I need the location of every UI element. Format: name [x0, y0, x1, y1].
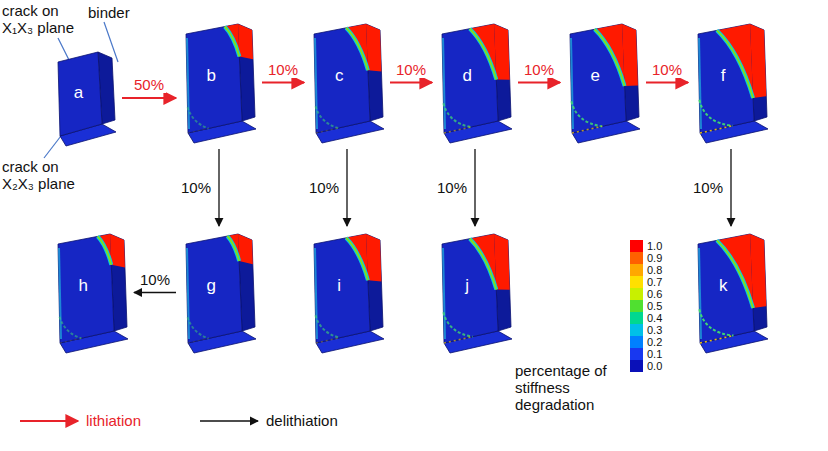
lithiation-arrow: [390, 82, 432, 84]
colorbar-tick: 0.2: [647, 336, 662, 348]
colorbar-swatch: [630, 360, 643, 372]
edge-percent: 50%: [132, 76, 166, 93]
delithiation-arrow: [474, 149, 475, 226]
colorbar-tick: 0.3: [647, 324, 662, 336]
lithiation-arrow: [122, 97, 176, 99]
colorbar-tick: 0.5: [647, 300, 662, 312]
panel-letter: c: [332, 66, 347, 86]
callout-label: crack on X₂X₃ plane: [2, 158, 84, 192]
colorbar-swatch: [630, 348, 643, 360]
edge-percent: 10%: [179, 179, 213, 196]
delithiation-arrow: [730, 149, 731, 226]
callout-label: binder: [88, 4, 148, 21]
electrode-model: [52, 230, 130, 355]
colorbar-tick: 0.0: [647, 360, 662, 372]
panel-letter: b: [203, 66, 218, 86]
edge-percent: 10%: [394, 61, 428, 78]
edge-percent: 10%: [266, 61, 300, 78]
edge-percent: 10%: [691, 179, 725, 196]
edge-percent: 10%: [522, 61, 556, 78]
panel-letter: e: [587, 66, 602, 86]
electrode-model: [308, 230, 386, 355]
panel-letter: i: [334, 276, 344, 296]
legend-arrow: [20, 420, 78, 422]
crack-panel: b: [180, 20, 258, 145]
panel-letter: d: [459, 66, 474, 86]
panel-letter: j: [462, 276, 472, 296]
colorbar-tick: 0.9: [647, 252, 662, 264]
electrode-model: [692, 230, 770, 355]
colorbar-tick: 0.1: [647, 348, 662, 360]
crack-panel: k: [692, 230, 770, 355]
edge-percent: 10%: [435, 179, 469, 196]
lithiation-arrow: [262, 82, 304, 84]
colorbar-tick: 0.6: [647, 288, 662, 300]
lithiation-arrow: [518, 82, 560, 84]
panel-letter: g: [203, 276, 218, 296]
colorbar-swatch: [630, 300, 643, 312]
legend-text: lithiation: [86, 412, 141, 429]
crack-panel: d: [436, 20, 514, 145]
legend-text: delithiation: [266, 412, 338, 429]
edge-percent: 10%: [307, 179, 341, 196]
crack-panel: g: [180, 230, 258, 355]
legend-title: percentage of stiffness degradation: [515, 362, 623, 413]
colorbar-tick: 0.8: [647, 264, 662, 276]
electrode-model: [180, 230, 258, 355]
electrode-model: [564, 20, 642, 145]
callout-label: crack on X₁X₃ plane: [2, 2, 84, 36]
crack-panel: c: [308, 20, 386, 145]
colorbar-swatch: [630, 288, 643, 300]
colorbar-swatch: [630, 264, 643, 276]
electrode-model: [436, 230, 514, 355]
colorbar-tick: 1.0: [647, 240, 662, 252]
edge-percent: 10%: [138, 271, 172, 288]
crack-panel: i: [308, 230, 386, 355]
lithiation-arrow: [646, 82, 688, 84]
colorbar-swatch: [630, 312, 643, 324]
crack-panel: a: [52, 48, 118, 148]
crack-panel: f: [692, 20, 770, 145]
crack-panel: j: [436, 230, 514, 355]
colorbar-tick: 0.4: [647, 312, 662, 324]
edge-percent: 10%: [650, 61, 684, 78]
colorbar-swatch: [630, 336, 643, 348]
panel-letter: a: [71, 83, 86, 103]
panel-letter: h: [75, 276, 90, 296]
panel-letter: f: [718, 66, 729, 86]
crack-panel: e: [564, 20, 642, 145]
delithiation-arrow: [346, 149, 347, 226]
delithiation-arrow: [218, 149, 219, 226]
colorbar-tick: 0.7: [647, 276, 662, 288]
colorbar-swatch: [630, 324, 643, 336]
panel-letter: k: [716, 276, 731, 296]
electrode-model: [180, 20, 258, 145]
legend-arrow: [200, 420, 258, 421]
colorbar-swatch: [630, 252, 643, 264]
colorbar-swatch: [630, 276, 643, 288]
delithiation-arrow: [134, 292, 176, 293]
colorbar-swatch: [630, 240, 643, 252]
electrode-model: [308, 20, 386, 145]
electrode-model: [692, 20, 770, 145]
electrode-model: [436, 20, 514, 145]
crack-panel: h: [52, 230, 130, 355]
